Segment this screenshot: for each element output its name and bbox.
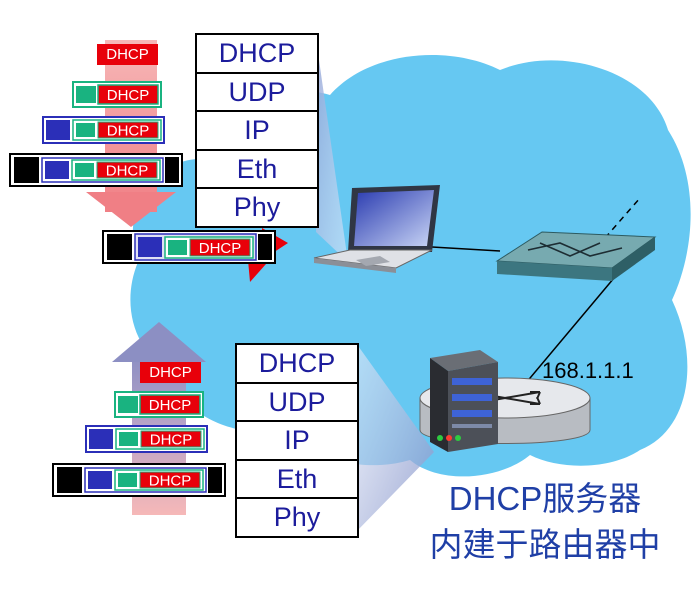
- layer-network: IP: [237, 422, 357, 461]
- packet-label: DHCP: [149, 473, 192, 490]
- layer-transport: UDP: [237, 384, 357, 422]
- funnel-router: [356, 343, 434, 532]
- packet-label: DHCP: [107, 87, 150, 104]
- link-laptop-switch: [431, 246, 501, 252]
- caption-line-2: 内建于路由器中: [429, 526, 661, 563]
- protocol-stack-client: DHCP UDP IP Eth Phy: [195, 33, 319, 228]
- packet-label: DHCP: [106, 46, 149, 63]
- laptop-icon: [313, 185, 440, 273]
- packet-label: DHCP: [199, 240, 242, 257]
- caption-line-1: DHCP服务器: [448, 480, 642, 517]
- funnel-laptop: [316, 39, 348, 262]
- link-switch-external: [604, 197, 641, 239]
- layer-link: Eth: [237, 461, 357, 499]
- layer-transport: UDP: [197, 74, 317, 112]
- packet-label: DHCP: [107, 123, 150, 140]
- packet-udp-down: DHCP: [72, 81, 162, 108]
- packet-ip-down: DHCP: [42, 116, 165, 144]
- packet-label: DHCP: [149, 397, 192, 414]
- packet-label: DHCP: [149, 364, 192, 381]
- packet-eth-up: DHCP: [52, 463, 226, 497]
- packet-dhcp-down-1: DHCP: [97, 44, 158, 65]
- packet-eth-down: DHCP: [9, 153, 183, 187]
- server-icon: [430, 350, 498, 452]
- layer-physical: Phy: [233, 192, 281, 222]
- switch-icon: [495, 231, 657, 281]
- packet-udp-up: DHCP: [114, 391, 204, 418]
- layer-application: DHCP: [197, 35, 317, 74]
- layer-physical: Phy: [273, 502, 321, 532]
- layer-network: IP: [197, 112, 317, 151]
- router-ip-label: 168.1.1.1: [542, 358, 634, 383]
- packet-ip-up: DHCP: [85, 425, 208, 453]
- layer-application: DHCP: [237, 345, 357, 384]
- packet-label: DHCP: [150, 432, 193, 449]
- packet-label: DHCP: [106, 163, 149, 180]
- link-switch-router: [519, 277, 615, 391]
- packet-on-wire: DHCP: [102, 230, 276, 264]
- packet-dhcp-up-1: DHCP: [140, 362, 201, 383]
- caption: DHCP服务器 内建于路由器中: [395, 480, 695, 564]
- layer-link: Eth: [197, 151, 317, 189]
- protocol-stack-server: DHCP UDP IP Eth Phy: [235, 343, 359, 538]
